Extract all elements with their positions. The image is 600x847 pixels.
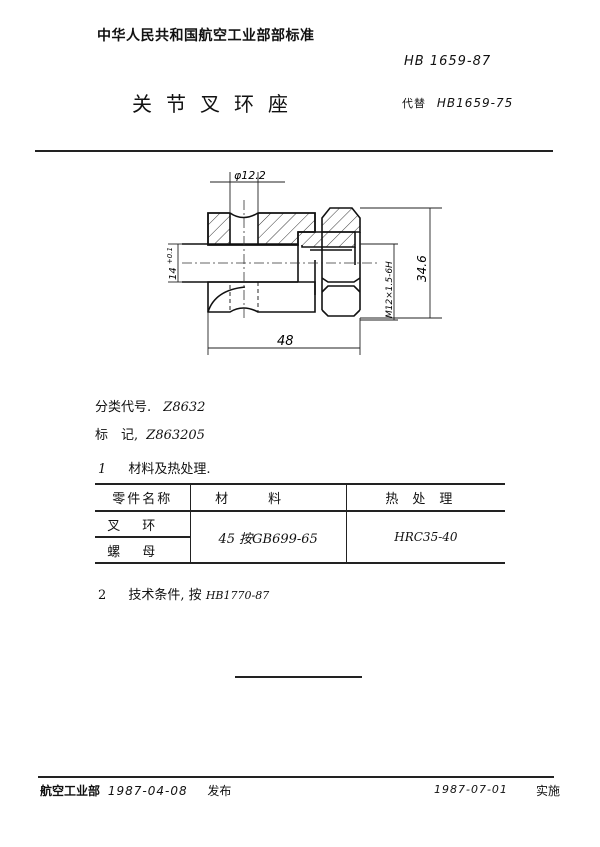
replaces-number: HB1659-75: [436, 96, 514, 110]
column-header-part-name: 零件名称: [95, 483, 191, 512]
dim-shaft-tolerance: +0.1: [166, 247, 174, 264]
dim-shaft-diameter: 14: [168, 267, 179, 280]
classification-mark-line: 标 记, Z863205: [95, 424, 205, 443]
section-1-number: 1: [98, 462, 107, 477]
issuer-heading: 中华人民共和国航空工业部部标准: [97, 28, 315, 44]
classification-mark-value: Z863205: [146, 428, 205, 443]
heat-treatment-cell: HRC35-40: [346, 510, 505, 564]
section-1-title: 材料及热处理.: [128, 462, 211, 477]
standard-number: HB 1659-87: [404, 54, 492, 69]
column-header-material: 材料: [190, 483, 347, 512]
section-2-text: 技术条件, 按: [128, 588, 202, 603]
table-row: 螺母: [95, 536, 505, 564]
dim-height: 34.6: [415, 255, 429, 282]
footer-effective-date: 1987-07-01: [434, 783, 508, 796]
part-name-cell: 螺母: [95, 536, 191, 564]
footer-divider: [38, 776, 554, 778]
dim-bore-diameter: φ12.2: [234, 169, 266, 182]
classification-code-label: 分类代号.: [95, 400, 152, 415]
footer-issue-label: 发布: [207, 784, 232, 798]
footer-effective-label: 实施: [536, 784, 561, 798]
dim-shaft: 14 +0.1: [166, 247, 179, 280]
replaces-label: 代替: [402, 97, 426, 110]
section-1-heading: 1 材料及热处理.: [98, 458, 211, 477]
header-divider: [35, 150, 553, 152]
table-header-row: 零件名称 材料 热处理: [95, 483, 505, 512]
materials-table: 零件名称 材料 热处理 叉环 45 按GB699-65 HRC35-40 螺母: [95, 483, 505, 564]
end-rule: [235, 676, 362, 678]
classification-code-line: 分类代号. Z8632: [95, 396, 205, 415]
dim-length: 48: [277, 334, 294, 349]
classification-mark-label: 标 记,: [95, 428, 139, 443]
replaces-line: 代替 HB1659-75: [402, 95, 513, 111]
column-header-heat-treatment: 热处理: [346, 483, 505, 512]
dim-thread: M12×1.5-6H: [385, 261, 395, 318]
material-cell: 45 按GB699-65: [190, 510, 347, 564]
document-title: 关节叉环座: [132, 92, 302, 116]
footer-issuer: 航空工业部: [40, 784, 101, 798]
section-2-number: 2: [98, 588, 107, 603]
technical-drawing: φ12.2 14 +0.1 M12×1.5-6H 34.6 48: [166, 169, 442, 355]
table-row: 叉环 45 按GB699-65 HRC35-40: [95, 510, 505, 564]
footer-issue: 航空工业部 1987-04-08 发布: [40, 782, 231, 799]
classification-code-value: Z8632: [163, 400, 206, 415]
footer-effective: 1987-07-01: [434, 782, 508, 796]
footer-issue-date: 1987-04-08: [107, 784, 188, 798]
part-name-cell: 叉环: [95, 510, 191, 538]
section-2-line: 2 技术条件, 按 HB1770-87: [98, 584, 269, 603]
section-2-reference: HB1770-87: [205, 589, 270, 602]
